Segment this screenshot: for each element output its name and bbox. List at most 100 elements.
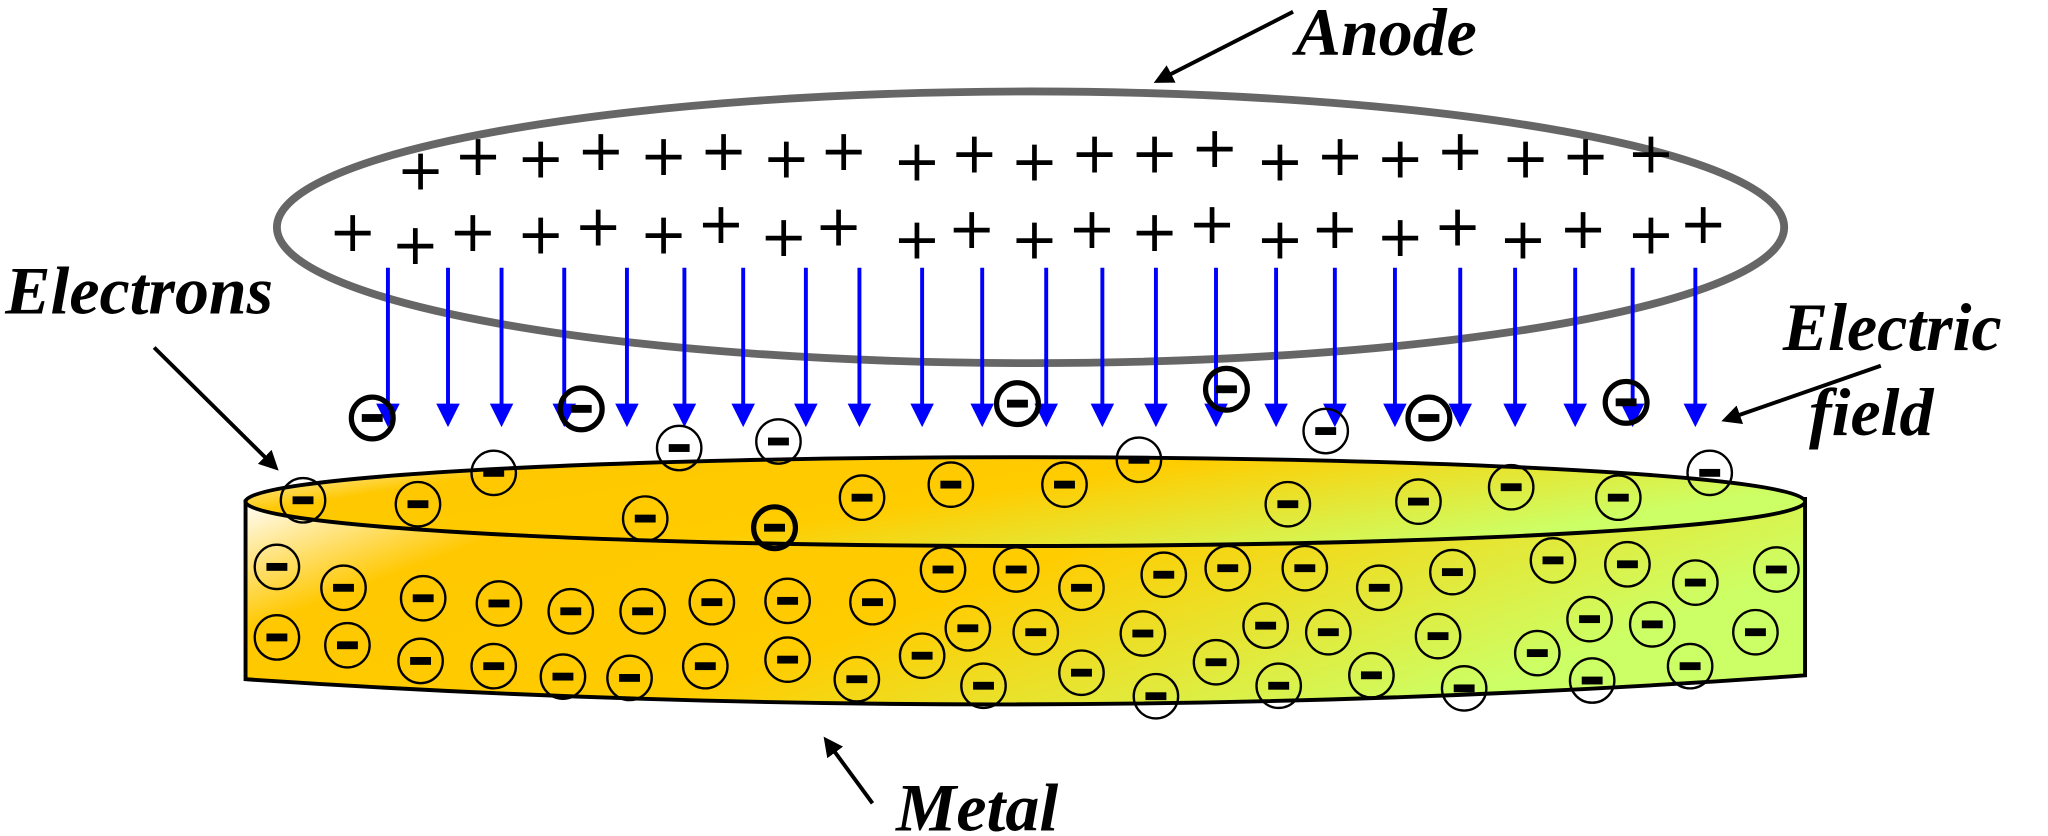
positive-charge: + [893,127,941,194]
positive-charge: + [1256,127,1304,194]
positive-charge: + [1256,206,1304,273]
electrons-label: Electrons [4,253,273,329]
positive-charge: + [1627,119,1675,186]
electron [838,474,886,522]
positive-charge: + [574,193,622,260]
electron [681,642,729,690]
electron [960,662,1007,710]
positive-charge: + [814,193,862,260]
electron [619,587,666,635]
electron [1395,478,1442,525]
electron [1487,463,1535,511]
electron [1304,608,1352,656]
positive-charge: + [950,119,998,186]
electron [1012,608,1060,656]
electron [1204,544,1252,592]
positive-charge: + [1627,200,1675,267]
positive-charge: + [639,122,687,189]
electric-field-pointer-arrow [1721,363,1882,425]
electron [557,385,605,433]
electron [1568,657,1616,704]
positive-charge: + [1191,114,1239,181]
positive-charge: + [697,190,745,257]
electron [1302,407,1350,455]
electron [1348,651,1395,699]
positive-charge: + [820,117,868,184]
electron [348,394,396,442]
electron [1414,612,1462,660]
electron [1594,474,1642,522]
positive-charge: + [517,125,565,192]
electron [755,418,802,465]
electron [1628,600,1676,648]
electron [1429,548,1476,596]
positive-charge: + [1188,190,1236,257]
electron [606,654,653,702]
electron [470,642,518,690]
metal-pointer-arrow [823,736,875,805]
positive-charge: + [1376,125,1424,192]
positive-charge: + [1376,203,1424,270]
electron [833,655,881,703]
electron [919,546,967,593]
electron [944,604,992,652]
positive-charge: + [1679,190,1727,257]
positive-charge: + [1010,127,1058,194]
electron [1264,480,1312,528]
positive-charge: + [1562,122,1610,189]
electron [1132,672,1180,720]
electron [253,543,301,591]
electron [1058,564,1105,612]
positive-charge: + [1501,125,1549,192]
positive-charge: + [760,203,808,270]
electron [397,637,444,685]
metal-label: Metal [895,770,1058,836]
metal-body [243,497,1808,707]
electron [1242,602,1290,650]
positive-charge: + [1436,117,1484,184]
electron [751,504,799,552]
electron [475,580,523,627]
electron [1671,559,1719,606]
electron [539,653,587,700]
electric-field-label-line2: field [1809,374,1934,450]
electron [547,587,595,635]
electron [1732,608,1779,656]
electron [324,621,371,669]
electric-field-label-line1: Electric [1782,289,2002,365]
electron [1752,546,1800,593]
positive-charge: + [1434,193,1482,260]
electron [1041,461,1088,508]
electron [992,546,1040,593]
electron [470,449,518,497]
electron [279,476,327,524]
positive-charge: + [1070,119,1118,186]
electron [1604,540,1651,588]
electron [1119,610,1167,657]
electron [1405,394,1453,442]
positive-charge: + [1499,206,1547,273]
electron [1192,638,1240,686]
electron [849,578,896,626]
electron [394,480,442,528]
electron [399,574,447,622]
electron [1666,642,1714,690]
anode-ellipse [272,87,1789,368]
positive-charge: + [1316,122,1364,189]
electron [764,577,811,625]
electron [621,495,669,542]
electron [1140,551,1188,599]
positive-charge: + [329,198,377,265]
electrons [253,365,1800,720]
positive-charge: + [1010,206,1058,273]
metal-top-surface [243,455,1808,548]
positive-charge: + [454,122,502,189]
positive-charge: + [1068,195,1116,262]
electron [1566,595,1613,643]
positive-charge: + [1131,119,1179,186]
positive-charge: + [1559,195,1607,262]
positive-charge: + [1311,195,1359,262]
electron [1529,536,1577,584]
electron [1115,436,1163,484]
